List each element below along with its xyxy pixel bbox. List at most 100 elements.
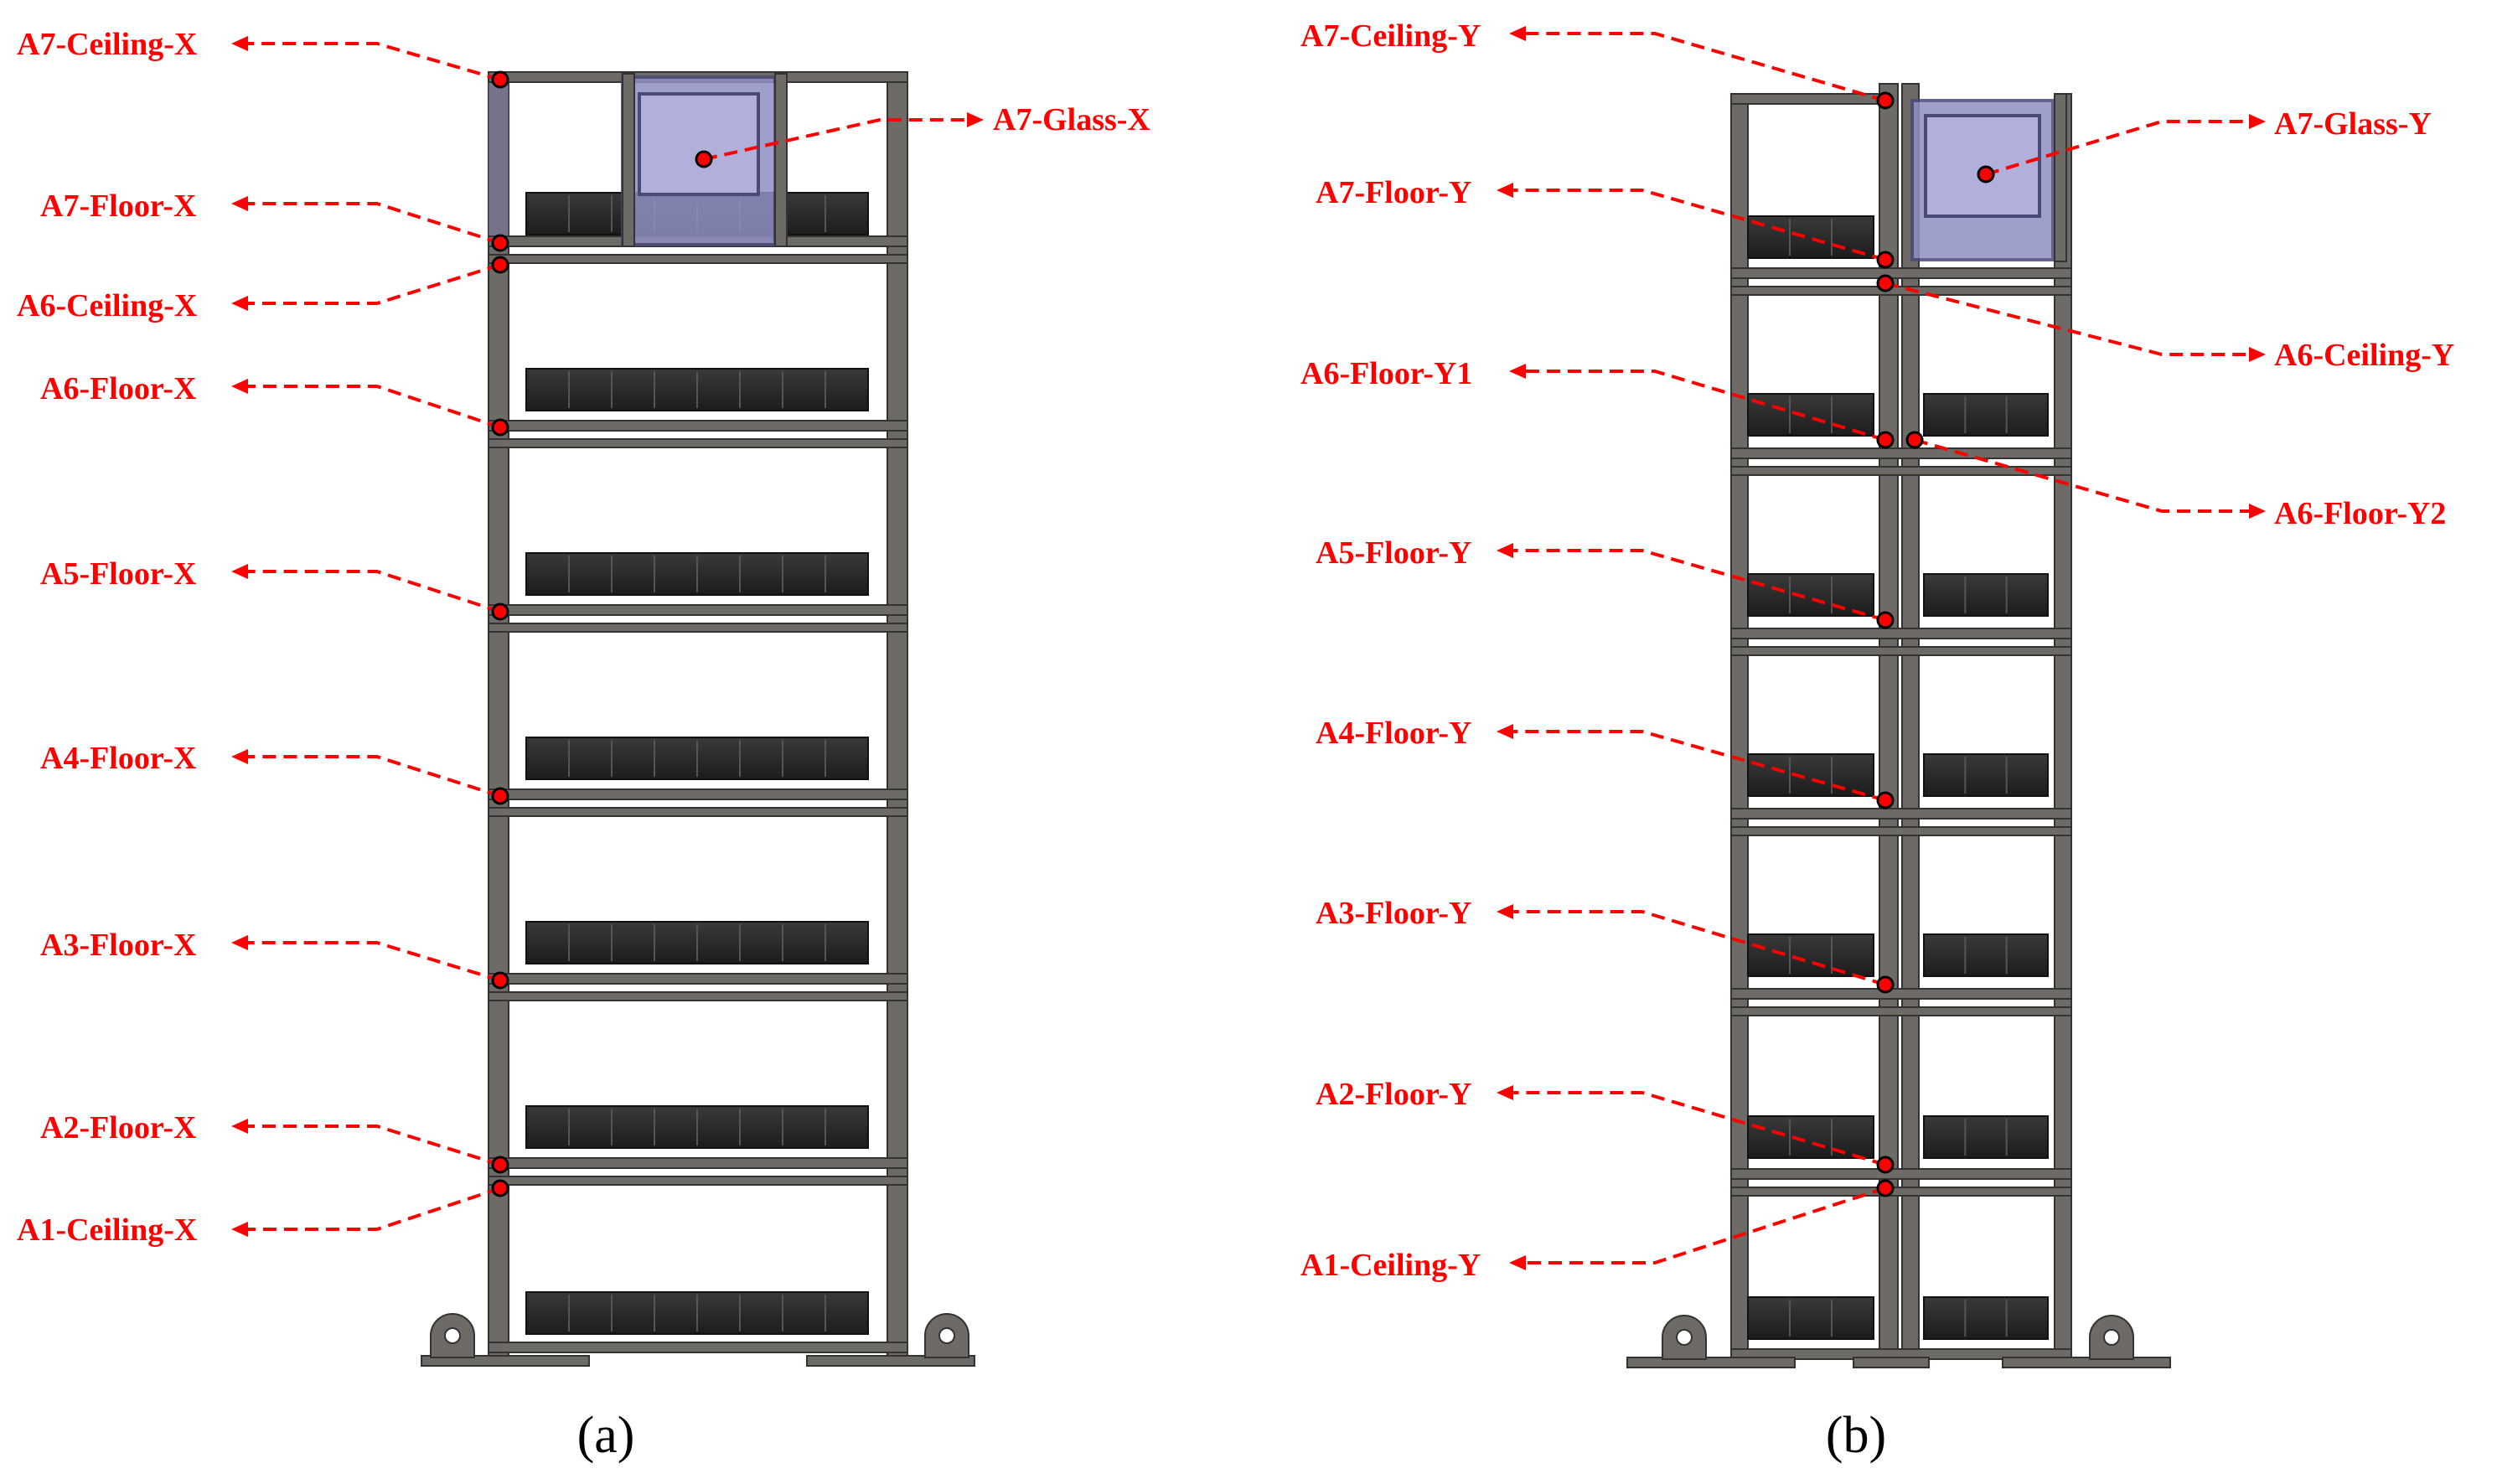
leader-line — [243, 1187, 501, 1231]
sensor-marker — [491, 971, 509, 990]
leader-arrowhead — [231, 564, 248, 579]
battery-module-row-right — [1923, 393, 2049, 437]
leader-arrowhead — [1509, 1255, 1526, 1270]
leader-arrowhead — [231, 1222, 248, 1237]
label-a1-ceiling-y: A1-Ceiling-Y — [1300, 1248, 1481, 1283]
label-a7-ceiling-x: A7-Ceiling-X — [17, 27, 197, 62]
battery-module-row-left — [1747, 573, 1874, 617]
battery-pack — [1923, 573, 2049, 617]
leader-arrowhead — [231, 296, 248, 311]
sensor-markers — [491, 70, 1995, 1197]
floor-beam — [1730, 1168, 2072, 1180]
battery-pack — [1747, 393, 1874, 437]
sensor-marker — [1876, 91, 1895, 110]
ceiling-beam — [1730, 826, 2072, 836]
label-a6-ceiling-x: A6-Ceiling-X — [17, 288, 197, 323]
glass-frame-post — [2054, 93, 2067, 262]
ceiling-beam — [488, 807, 908, 817]
leader-arrowhead — [1497, 724, 1513, 739]
battery-module-row-left — [1747, 933, 1874, 977]
leader-line — [243, 570, 501, 613]
right-base-plate — [2002, 1357, 2171, 1368]
leader-line — [243, 755, 501, 798]
leader-line — [1521, 1187, 1886, 1264]
glass-frame-post — [622, 73, 635, 247]
leader-line — [1508, 730, 1886, 802]
leader-arrowhead — [1497, 543, 1513, 558]
label-a3-floor-y: A3-Floor-Y — [1316, 896, 1471, 931]
caption-b: (b) — [1826, 1407, 1886, 1464]
sensor-marker — [1876, 431, 1895, 449]
leader-arrowhead — [1497, 183, 1513, 198]
leader-line — [1521, 32, 1886, 102]
leader-line — [1508, 189, 1886, 261]
leader-line — [1884, 282, 2254, 356]
battery-pack — [1747, 933, 1874, 977]
label-a6-ceiling-y: A6-Ceiling-Y — [2274, 338, 2454, 373]
sensor-marker — [1876, 274, 1895, 292]
battery-pack — [1923, 753, 2049, 797]
label-a3-floor-x: A3-Floor-X — [40, 928, 196, 963]
label-a7-floor-y: A7-Floor-Y — [1316, 175, 1471, 210]
label-a2-floor-x: A2-Floor-X — [40, 1110, 196, 1145]
sensor-marker — [1905, 431, 1924, 449]
battery-module-row — [525, 921, 869, 964]
sensor-marker — [491, 602, 509, 621]
anchor-hole — [2103, 1329, 2120, 1346]
leader-arrowhead — [231, 749, 248, 764]
battery-pack — [1747, 753, 1874, 797]
glass-edge-panel — [489, 72, 509, 240]
anchor-hole — [444, 1327, 461, 1344]
sensor-marker — [491, 256, 509, 274]
leader-line — [1508, 549, 1886, 622]
label-a4-floor-y: A4-Floor-Y — [1316, 716, 1471, 751]
leader-line — [243, 263, 501, 305]
battery-module-row-left — [1747, 393, 1874, 437]
label-a6-floor-y2: A6-Floor-Y2 — [2274, 496, 2446, 531]
battery-module-row-right — [1923, 1296, 2049, 1340]
glass-pane — [638, 92, 760, 196]
leader-arrowhead — [1497, 904, 1513, 919]
ceiling-beam — [488, 254, 908, 264]
ceiling-beam — [1730, 1006, 2072, 1016]
battery-pack — [1923, 393, 2049, 437]
glass-pane — [1924, 114, 2041, 218]
floor-beam — [1730, 988, 2072, 1000]
anchor-hole — [1676, 1329, 1693, 1346]
battery-pack — [1747, 573, 1874, 617]
sensor-marker — [491, 787, 509, 805]
floor-beam — [488, 1157, 908, 1169]
sensor-marker — [491, 234, 509, 252]
sensor-marker — [1876, 791, 1895, 809]
label-a7-floor-x: A7-Floor-X — [40, 189, 196, 224]
sensor-leader-lines — [231, 26, 2266, 1270]
battery-module-row-left — [1747, 753, 1874, 797]
leader-line — [1508, 910, 1886, 986]
leader-line — [703, 118, 972, 161]
ceiling-beam — [1730, 646, 2072, 656]
leader-arrowhead — [967, 112, 984, 127]
label-a2-floor-y: A2-Floor-Y — [1316, 1077, 1471, 1112]
sensor-marker — [1977, 165, 1995, 184]
battery-module-row — [525, 1291, 869, 1335]
leader-arrowhead — [231, 935, 248, 950]
battery-module-row-right — [1923, 573, 2049, 617]
leader-arrowhead — [231, 196, 248, 211]
sensor-marker — [695, 150, 713, 168]
label-a7-ceiling-y: A7-Ceiling-Y — [1300, 18, 1481, 54]
leader-arrowhead — [2249, 347, 2266, 362]
leader-arrowhead — [1497, 1085, 1513, 1100]
battery-module-row-left — [1747, 1296, 1874, 1340]
leader-line — [243, 385, 501, 429]
sensor-marker — [1876, 611, 1895, 629]
floor-beam — [488, 604, 908, 616]
label-a4-floor-x: A4-Floor-X — [40, 741, 196, 776]
ceiling-beam — [1730, 286, 2072, 296]
battery-module-row-right — [1923, 753, 2049, 797]
sensor-marker — [1876, 251, 1895, 269]
floor-beam — [488, 1342, 908, 1353]
battery-module-row-right — [1923, 933, 2049, 977]
battery-module-row — [525, 737, 869, 780]
leader-line — [243, 941, 501, 982]
ceiling-beam — [488, 438, 908, 448]
